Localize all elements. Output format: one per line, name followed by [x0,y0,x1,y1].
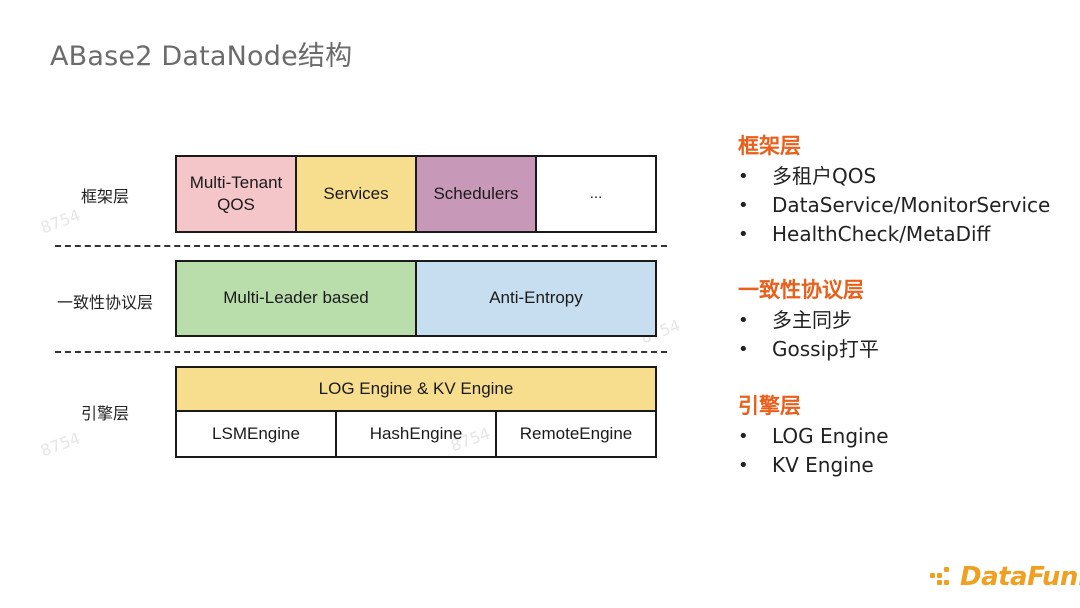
legend-heading: 框架层 [738,134,801,158]
layer-label-consistency: 一致性协议层 [56,293,153,312]
legend-engine: 引擎层 LOG Engine KV Engine [738,390,889,480]
divider-dashed [55,245,667,247]
legend-item: 多主同步 [738,306,879,335]
divider-dashed [55,351,667,353]
box-lsm-engine: LSMEngine [175,410,337,458]
logo-dots-icon [930,567,958,587]
layer-label-engine: 引擎层 [80,404,129,423]
box-services: Services [295,155,417,233]
datafun-logo: DataFun. [930,562,1080,592]
box-schedulers: Schedulers [415,155,537,233]
page-title: ABase2 DataNode结构 [50,41,353,72]
legend-item: DataService/MonitorService [738,191,1050,220]
layer-label-framework: 框架层 [80,187,129,206]
logo-text: DataFun. [960,562,1080,592]
box-multi-tenant-qos: Multi-Tenant QOS [175,155,297,233]
box-anti-entropy: Anti-Entropy [415,260,657,337]
legend-framework: 框架层 多租户QOS DataService/MonitorService He… [738,130,1050,249]
box-ellipsis: ... [535,155,657,233]
legend-heading: 一致性协议层 [738,278,864,302]
box-log-kv-engine: LOG Engine & KV Engine [175,366,657,412]
legend-consistency: 一致性协议层 多主同步 Gossip打平 [738,274,879,364]
box-remote-engine: RemoteEngine [495,410,657,458]
legend-item: Gossip打平 [738,335,879,364]
box-hash-engine: HashEngine [335,410,497,458]
legend-item: LOG Engine [738,422,889,451]
legend-heading: 引擎层 [738,394,801,418]
legend-item: HealthCheck/MetaDiff [738,220,1050,249]
box-multi-leader: Multi-Leader based [175,260,417,337]
watermark: 8754 [37,205,83,238]
legend-item: 多租户QOS [738,162,1050,191]
watermark: 8754 [37,428,83,461]
legend-item: KV Engine [738,451,889,480]
